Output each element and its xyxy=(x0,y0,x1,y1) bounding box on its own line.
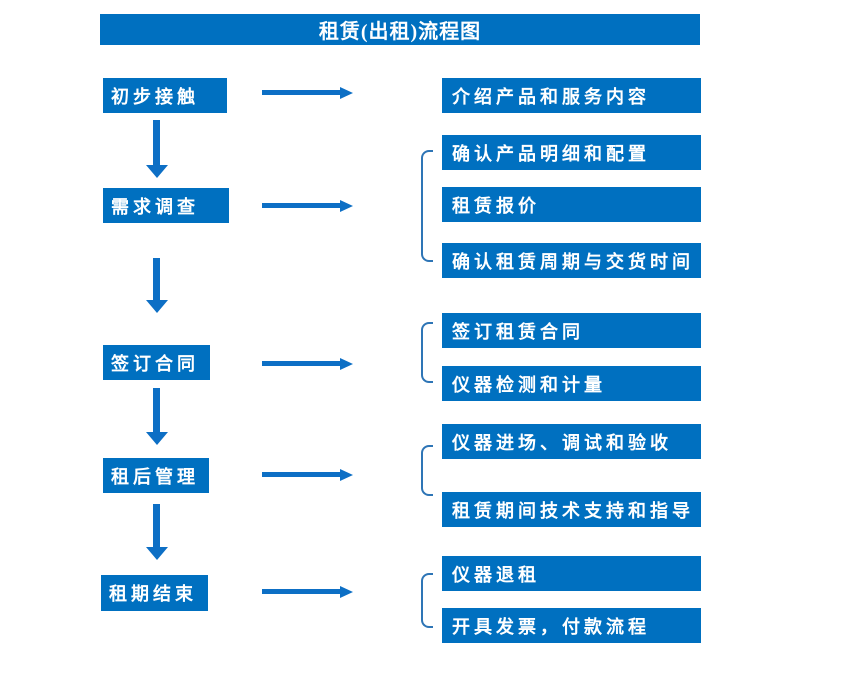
detail-box-confirm-rental-period-delivery: 确认租赁周期与交货时间 xyxy=(442,243,701,278)
detail-box-invoice-payment-process: 开具发票，付款流程 xyxy=(442,608,701,643)
detail-box-instrument-return: 仪器退租 xyxy=(442,556,701,591)
step-box-sign-contract: 签订合同 xyxy=(103,345,210,380)
detail-box-instrument-inspection-measurement: 仪器检测和计量 xyxy=(442,366,701,401)
detail-box-instrument-entry-debug-acceptance: 仪器进场、调试和验收 xyxy=(442,424,701,459)
step-box-initial-contact: 初步接触 xyxy=(103,78,227,113)
detail-box-rental-technical-support: 租赁期间技术支持和指导 xyxy=(442,492,701,527)
step-box-post-rental-management: 租后管理 xyxy=(103,458,209,493)
down-arrow-3 xyxy=(153,388,160,432)
detail-box-sign-rental-contract: 签订租赁合同 xyxy=(442,313,701,348)
group-bracket-rental-end xyxy=(421,573,433,628)
right-arrow-3 xyxy=(262,361,340,366)
step-box-demand-survey: 需求调查 xyxy=(103,188,229,223)
down-arrow-2 xyxy=(153,258,160,300)
right-arrow-5 xyxy=(262,589,340,594)
right-arrow-1 xyxy=(262,90,340,95)
detail-box-confirm-product-details-config: 确认产品明细和配置 xyxy=(442,135,701,170)
down-arrow-1 xyxy=(153,120,160,165)
right-arrow-4 xyxy=(262,472,340,477)
group-bracket-post-rental xyxy=(421,445,433,496)
group-bracket-demand-survey xyxy=(421,150,433,262)
detail-box-rental-quotation: 租赁报价 xyxy=(442,187,701,222)
step-box-rental-period-end: 租期结束 xyxy=(101,575,208,611)
group-bracket-sign-contract xyxy=(421,322,433,383)
detail-box-introduce-products-services: 介绍产品和服务内容 xyxy=(442,78,701,113)
flowchart-title: 租赁(出租)流程图 xyxy=(100,14,700,45)
right-arrow-2 xyxy=(262,203,340,208)
down-arrow-4 xyxy=(153,504,160,547)
